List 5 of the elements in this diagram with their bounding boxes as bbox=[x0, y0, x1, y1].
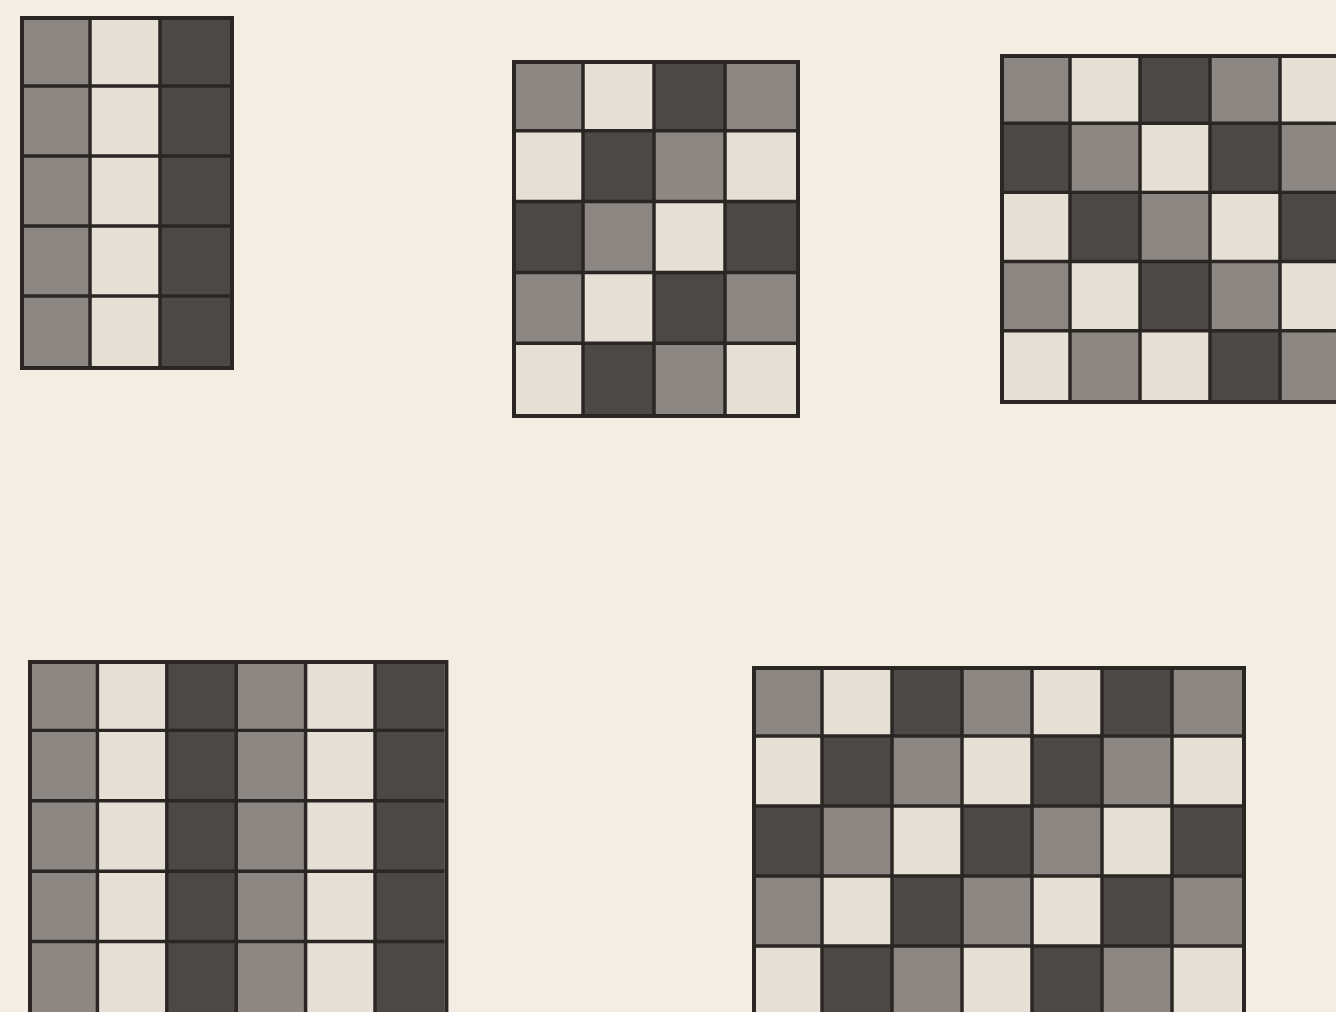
tile-grid bbox=[750, 664, 1246, 1012]
tile-grid bbox=[510, 58, 800, 418]
tile-grid bbox=[18, 14, 234, 370]
tile-grid bbox=[998, 52, 1336, 404]
tile-grid bbox=[26, 658, 449, 1012]
